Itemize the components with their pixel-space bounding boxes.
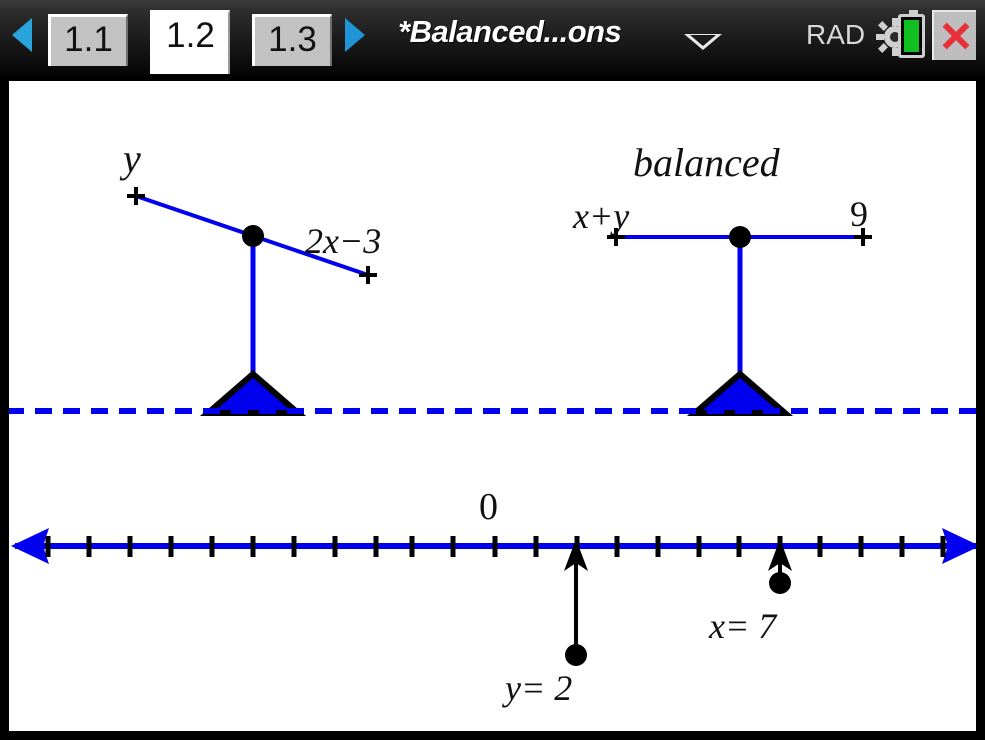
left-balance[interactable] <box>127 187 377 416</box>
balance-diagram <box>9 187 979 666</box>
battery-icon <box>898 10 925 58</box>
number-line-origin-label: 0 <box>479 486 498 528</box>
right-balance-left-label[interactable]: x+y <box>573 196 630 236</box>
right-balance-right-label[interactable]: 9 <box>850 194 868 234</box>
y-slider-label[interactable]: y= 2 <box>505 668 573 708</box>
title-bar: 1.1 1.2 1.3 *Balanced...ons RAD <box>0 0 985 78</box>
x-slider-arrowhead <box>768 539 792 571</box>
left-balance-fulcrum <box>199 370 307 416</box>
x-slider-handle[interactable] <box>769 572 791 594</box>
right-balance[interactable] <box>607 226 872 416</box>
left-balance-pivot[interactable] <box>242 225 264 247</box>
tab-1-3[interactable]: 1.3 <box>252 14 332 66</box>
tab-1-2[interactable]: 1.2 <box>150 10 230 74</box>
number-line[interactable] <box>11 528 979 666</box>
triangle-right-icon[interactable] <box>345 18 365 52</box>
left-balance-endmarks <box>127 187 377 284</box>
chevron-down-icon[interactable] <box>684 34 722 50</box>
graph-work-area[interactable]: y 2x−3 balanced x+y 9 0 y= 2 x= 7 <box>6 78 979 734</box>
tab-1-1[interactable]: 1.1 <box>48 14 128 66</box>
triangle-left-icon[interactable] <box>12 18 32 52</box>
y-slider[interactable] <box>564 539 588 666</box>
x-slider[interactable] <box>768 539 792 594</box>
left-balance-right-label[interactable]: 2x−3 <box>305 221 382 261</box>
y-slider-arrowhead <box>564 539 588 571</box>
left-balance-left-label[interactable]: y <box>123 136 141 181</box>
right-balance-endmarks <box>607 228 872 246</box>
arrow-left-icon <box>11 528 49 564</box>
x-slider-label[interactable]: x= 7 <box>709 606 777 646</box>
right-balance-pivot[interactable] <box>729 226 751 248</box>
document-title: *Balanced...ons <box>398 14 622 49</box>
angle-mode-label: RAD <box>806 19 866 50</box>
right-balance-fulcrum <box>686 370 794 416</box>
close-icon[interactable] <box>932 10 976 60</box>
y-slider-handle[interactable] <box>565 644 587 666</box>
arrow-right-icon <box>942 528 976 564</box>
right-balance-status-label: balanced <box>633 140 780 185</box>
